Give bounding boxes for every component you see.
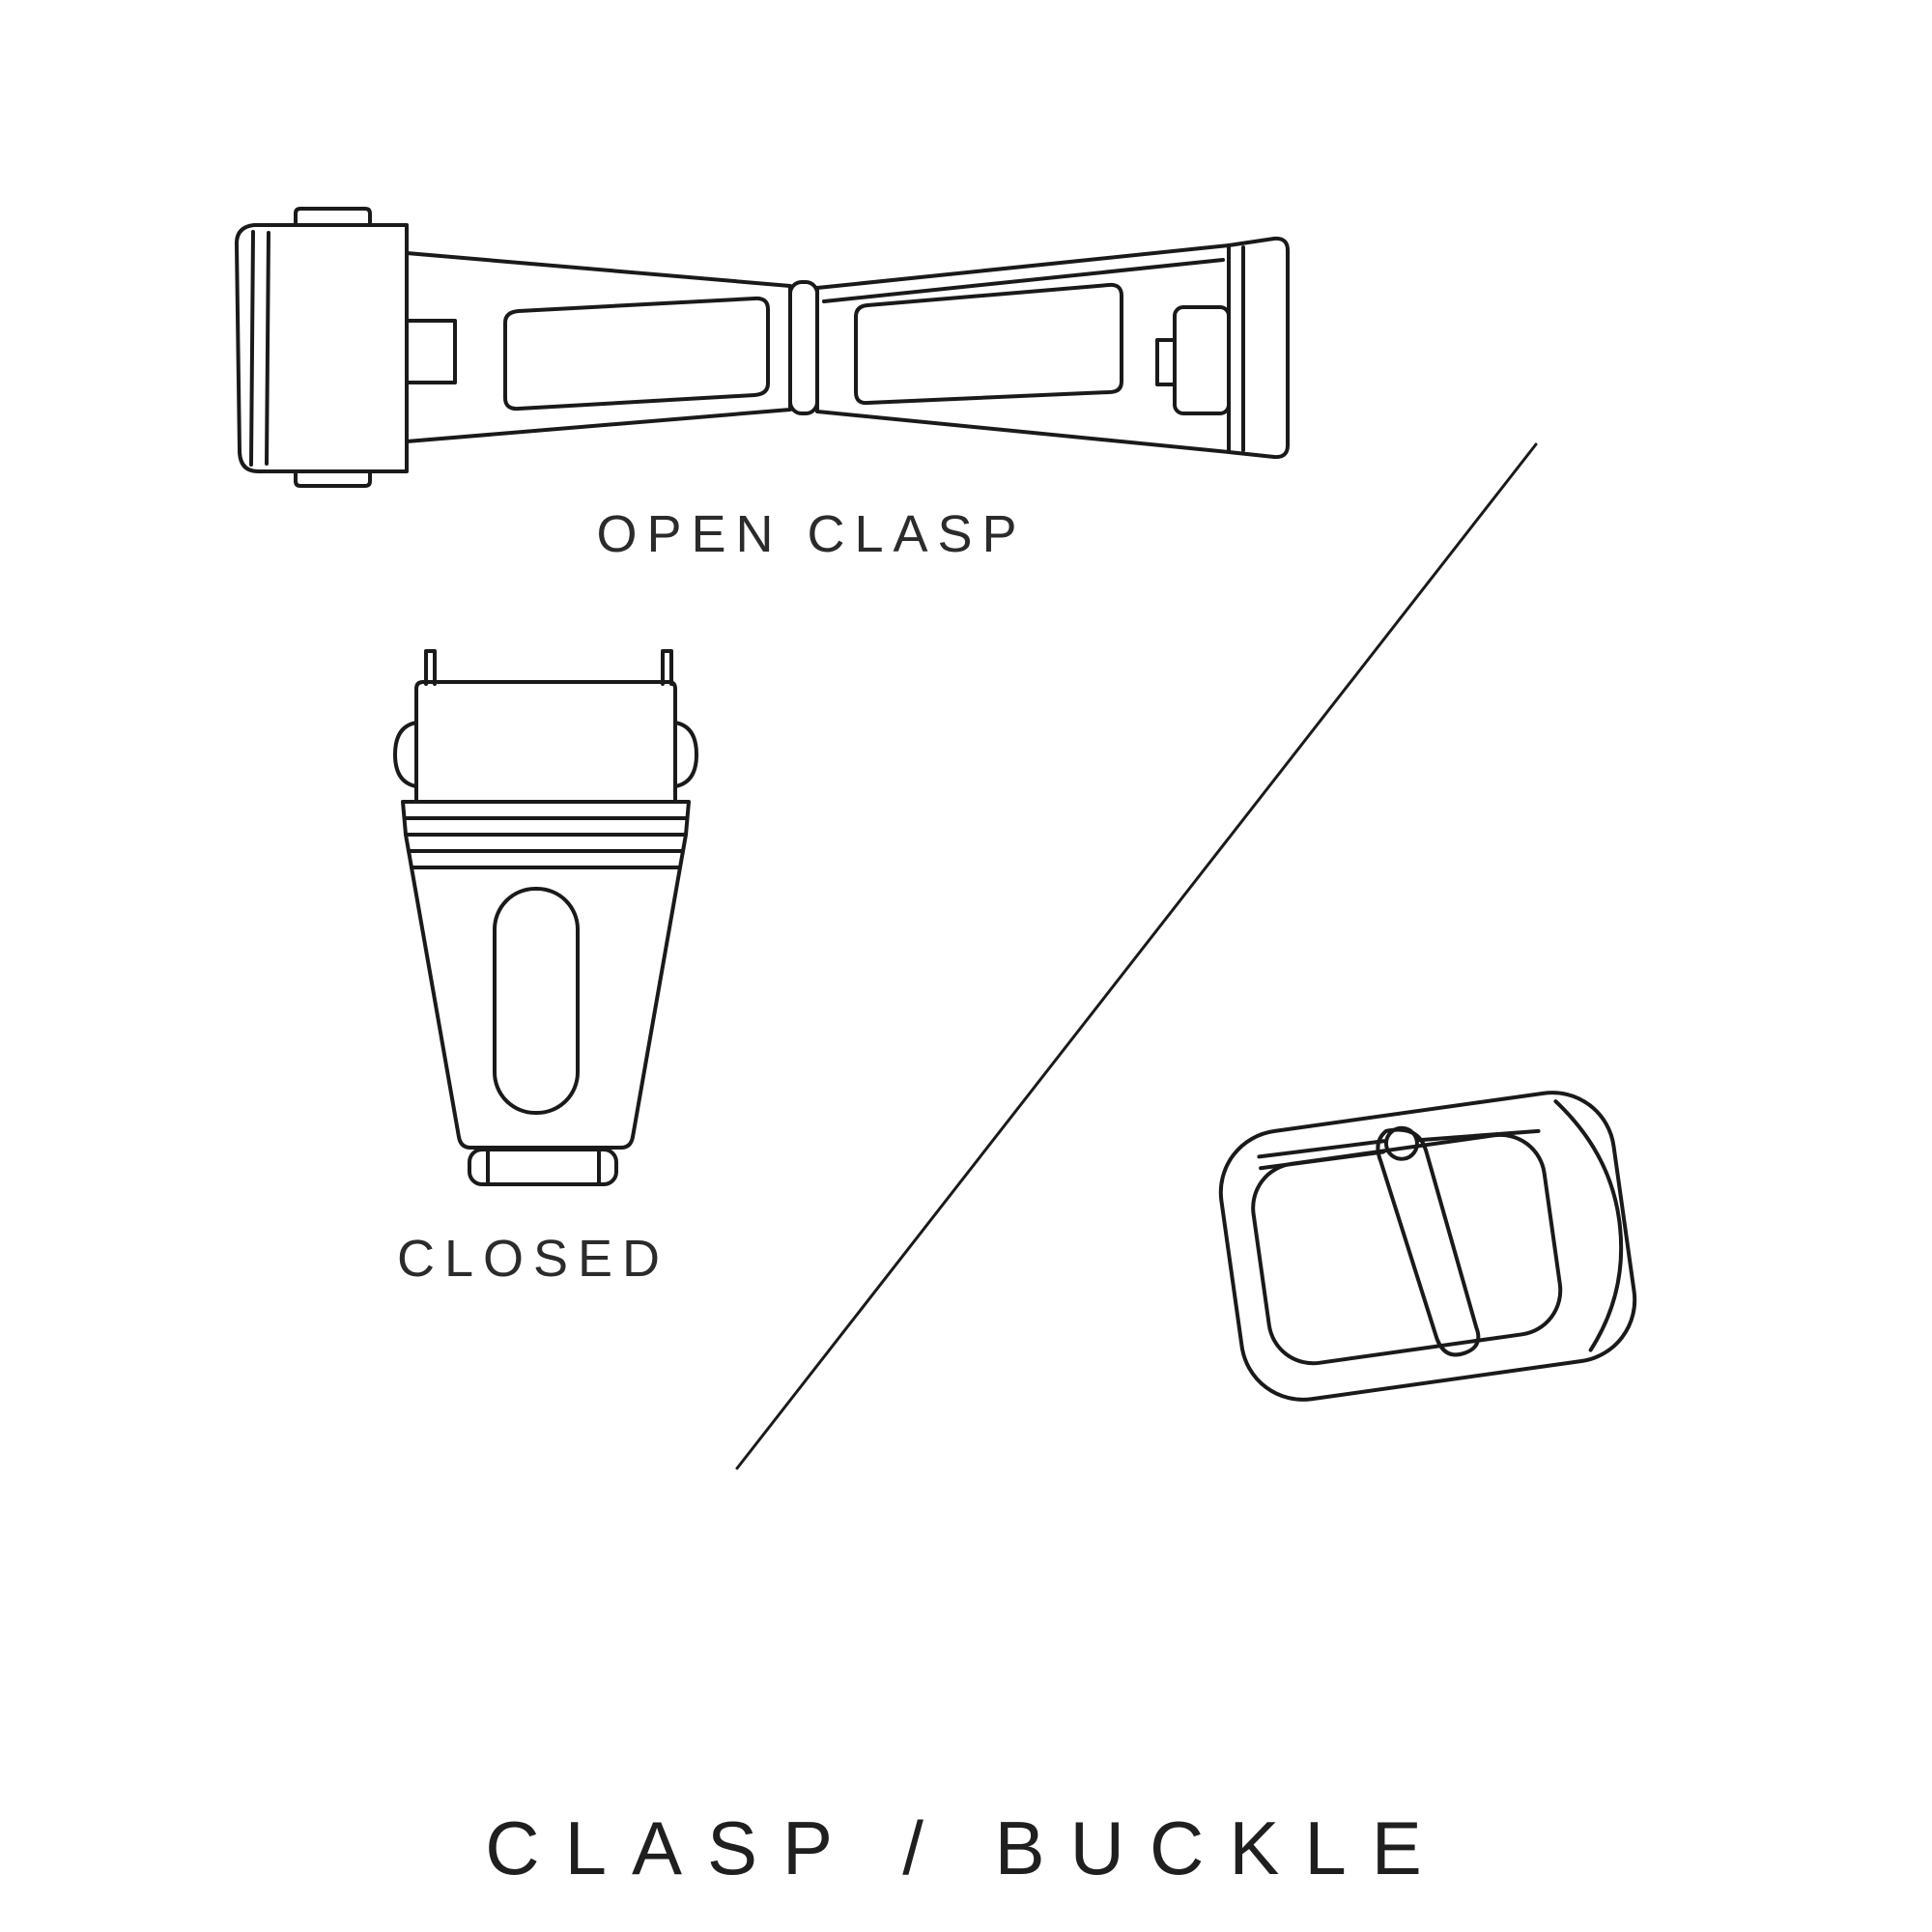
closed-clasp-illustration <box>393 649 698 1186</box>
buckle-illustration <box>1218 1091 1637 1402</box>
closed-clasp-left-bump <box>393 721 418 788</box>
closed-clasp-top-block <box>414 680 677 804</box>
closed-clasp-prong-left <box>424 649 437 686</box>
open-clasp-left-arm <box>405 251 792 443</box>
closed-clasp-bottom-tab <box>468 1148 618 1186</box>
buckle-pin-line-right <box>1416 1128 1541 1143</box>
open-clasp-left-window <box>503 296 770 412</box>
diagonal-divider <box>735 442 1538 1470</box>
buckle-prong <box>1376 1127 1481 1357</box>
open-clasp-label: OPEN CLASP <box>596 505 1027 563</box>
buckle-pin-line-1 <box>1257 1139 1386 1159</box>
page-title: CLASP / BUCKLE <box>485 1805 1447 1890</box>
closed-clasp-body <box>410 866 682 1150</box>
closed-clasp-right-bump <box>673 721 698 788</box>
open-clasp-latch-hook <box>1155 338 1177 386</box>
open-clasp-hinge <box>788 280 819 415</box>
closed-clasp-slot <box>493 887 580 1115</box>
open-clasp-bottom-tab <box>294 469 372 488</box>
buckle-inner-opening <box>1251 1132 1563 1366</box>
open-clasp-top-tab <box>294 207 372 227</box>
buckle-pin-line-2 <box>1259 1150 1385 1171</box>
buckle-right-cap-line <box>1553 1099 1624 1352</box>
open-clasp-right-top-plate <box>822 258 1225 303</box>
open-clasp-latch <box>1173 305 1231 415</box>
open-clasp-end-cap <box>1227 236 1290 460</box>
buckle-outer-frame <box>1218 1091 1637 1402</box>
open-clasp-fold-line-1 <box>249 230 255 467</box>
open-clasp-notch <box>407 319 457 384</box>
open-clasp-right-arm <box>815 243 1231 454</box>
open-clasp-left-block <box>234 223 409 473</box>
open-clasp-fold-line-2 <box>265 231 270 466</box>
open-clasp-illustration <box>234 207 1290 488</box>
closed-clasp-label: CLOSED <box>396 1230 670 1288</box>
open-clasp-right-window <box>854 282 1123 406</box>
closed-clasp-prong-right <box>661 649 673 686</box>
